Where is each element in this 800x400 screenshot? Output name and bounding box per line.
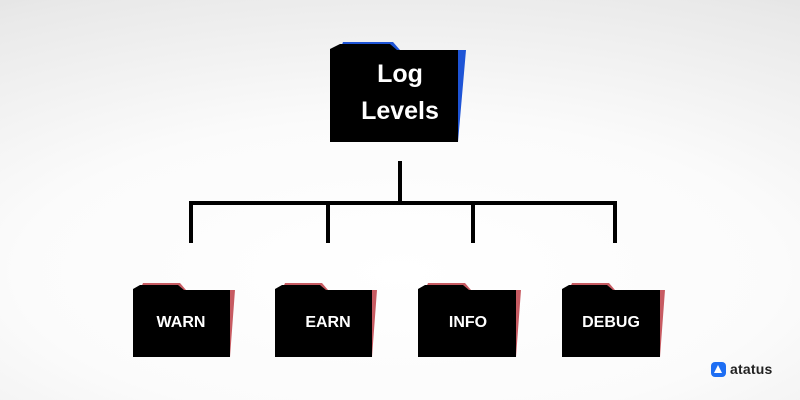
brand-name: atatus xyxy=(730,361,773,377)
folder-earn: EARN xyxy=(275,283,377,357)
folder-warn-label: WARN xyxy=(157,314,206,331)
folder-warn: WARN xyxy=(133,283,235,357)
folder-earn-label: EARN xyxy=(305,314,350,331)
folder-debug-label: DEBUG xyxy=(582,314,640,331)
root-folder-label-line2: Levels xyxy=(361,97,439,125)
root-folder-body xyxy=(330,44,458,142)
atatus-logo-icon xyxy=(711,361,726,377)
root-folder-label-line1: Log xyxy=(377,60,423,88)
tree-connectors xyxy=(189,161,617,243)
folder-warn-body xyxy=(133,285,230,357)
folder-info: INFO xyxy=(418,283,521,357)
folder-info-body xyxy=(418,285,516,357)
folder-debug: DEBUG xyxy=(562,283,665,357)
folder-earn-body xyxy=(275,285,372,357)
brand-logo: atatus xyxy=(711,359,772,379)
folder-debug-body xyxy=(562,285,660,357)
root-folder: Log Levels xyxy=(330,42,466,142)
folder-info-label: INFO xyxy=(449,314,487,331)
